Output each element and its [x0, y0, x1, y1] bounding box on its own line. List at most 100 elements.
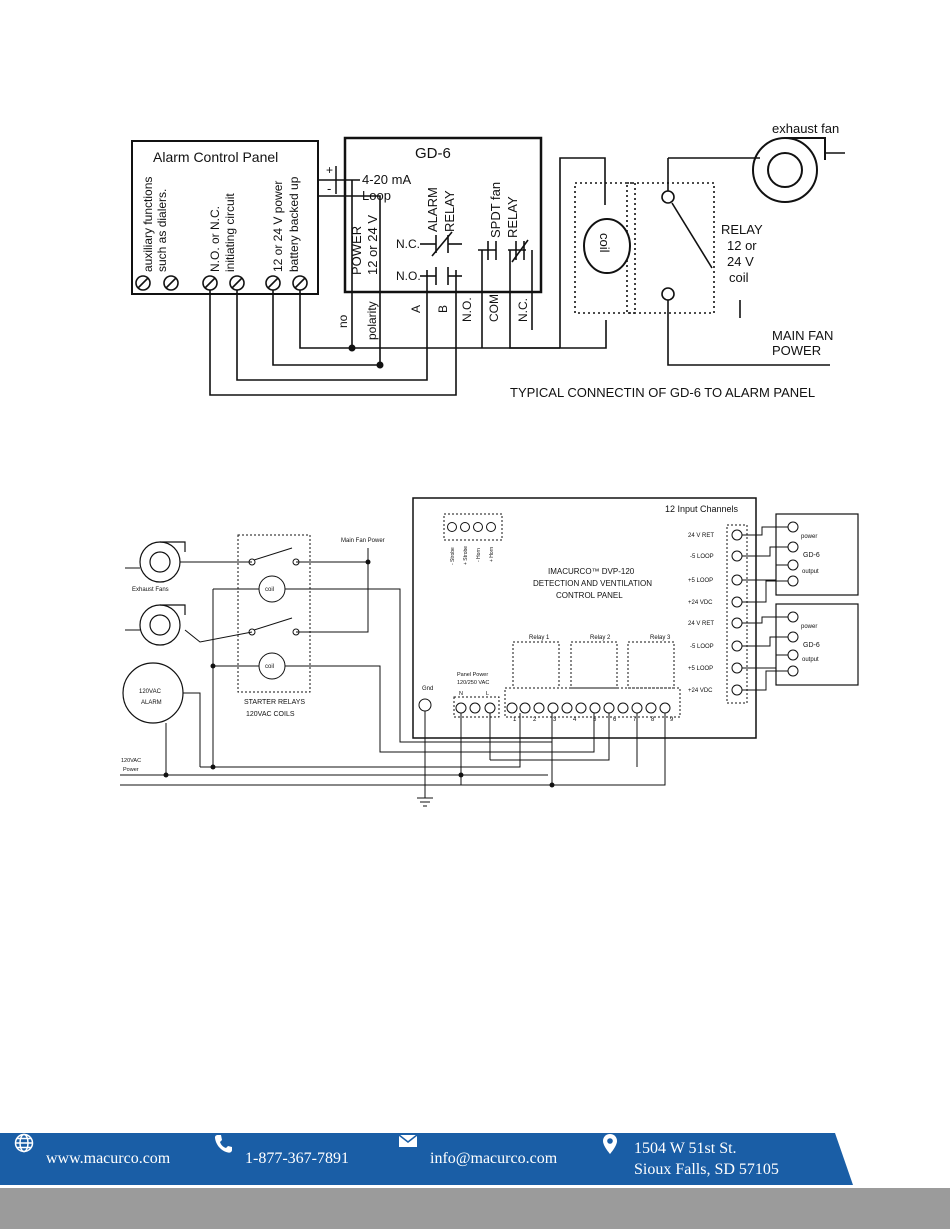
bottom-label-com: COM: [487, 294, 501, 322]
l-label: L: [486, 691, 489, 697]
spdt-relay-label-2: RELAY: [505, 196, 520, 238]
gd6-2-output: output: [802, 657, 819, 663]
panel-title-2: DETECTION AND VENTILATION: [533, 579, 652, 588]
panel-header: 12 Input Channels: [665, 504, 739, 514]
relay-3-box: [627, 641, 675, 689]
gd6-title: GD-6: [415, 145, 451, 162]
gd6-box-2: [775, 603, 859, 686]
gd6-plus: +: [326, 163, 333, 177]
coil-label: coil: [597, 233, 612, 253]
aux-label-1: auxiliary functions: [141, 177, 155, 272]
no-label: N.O.: [396, 269, 421, 283]
strobe-plus: + Strobe: [463, 546, 469, 565]
terminal-num-6: 6: [613, 717, 617, 723]
panel-title-1: IMACURCO™ DVP-120: [548, 567, 635, 576]
relay-1-box: [512, 641, 560, 689]
power-label-2: battery backed up: [287, 176, 301, 272]
terminal-num-3: 3: [553, 717, 557, 723]
relay-label-2: 12 or: [727, 238, 757, 253]
nc-label: N.C.: [396, 237, 420, 251]
website-item[interactable]: www.macurco.com: [14, 1133, 170, 1185]
bottom-label-b: B: [436, 305, 450, 313]
relay-2-label: Relay 2: [590, 635, 611, 641]
coil-circle: [583, 218, 631, 274]
gd6-minus: -: [327, 181, 331, 196]
exhaust-fan-1-icon: [139, 541, 186, 583]
terminal-num-9: 9: [670, 717, 674, 723]
phone-link[interactable]: 1-877-367-7891: [245, 1150, 349, 1167]
contact-footer: www.macurco.com 1-877-367-7891 info@macu…: [0, 1133, 950, 1185]
website-link[interactable]: www.macurco.com: [46, 1150, 171, 1167]
input-label-2: -5 LOOP: [690, 554, 714, 560]
bottom-gray-strip: [0, 1188, 950, 1229]
terminal-num-2: 2: [533, 717, 537, 723]
terminal-num-1: 1: [513, 717, 517, 723]
gd6-2-power: power: [801, 624, 817, 630]
main-fan-power-1: MAIN FAN: [772, 328, 833, 343]
gd6-1-output: output: [802, 569, 819, 575]
address-line-2: Sioux Falls, SD 57105: [634, 1161, 779, 1178]
gd6-1-title: GD-6: [803, 552, 820, 559]
bottom-label-a: A: [409, 305, 423, 313]
power-label-1: 12 or 24 V power: [271, 181, 285, 272]
power-120-1: 120VAC: [121, 758, 141, 764]
gd6-power-label-2: 12 or 24 V: [365, 215, 380, 275]
alarm-relay-label-2: RELAY: [442, 190, 457, 232]
n-label: N: [459, 691, 463, 697]
phone-item[interactable]: 1-877-367-7891: [213, 1133, 349, 1185]
strobe-minus: - Strobe: [450, 547, 456, 565]
email-link[interactable]: info@macurco.com: [430, 1150, 558, 1167]
horn-plus: + Horn: [489, 547, 495, 562]
alarm-panel-title: Alarm Control Panel: [153, 149, 278, 165]
panel-power-2: 120/250 VAC: [457, 680, 489, 686]
terminal-num-7: 7: [633, 717, 637, 723]
bottom-label-no: no: [336, 314, 350, 328]
relay-label-3: 24 V: [727, 254, 754, 269]
horn-minus: - Horn: [476, 548, 482, 562]
alarm-label-2: ALARM: [141, 700, 162, 706]
gnd-label: Gnd: [422, 686, 433, 692]
dvp120-panel-diagram: 12 Input Channels IMACURCO™ DVP-120 DETE…: [120, 497, 859, 807]
relay-label-4: coil: [729, 270, 749, 285]
terminal-num-5: 5: [593, 717, 597, 723]
aux-label-2: such as dialers.: [155, 189, 169, 272]
mail-icon: [398, 1134, 420, 1170]
gd6-2-title: GD-6: [803, 642, 820, 649]
relay-dotted-box: [626, 182, 715, 314]
input-label-6: -5 LOOP: [690, 644, 714, 650]
starter-relays-1: STARTER RELAYS: [244, 699, 305, 706]
init-label-1: N.O. or N.C.: [208, 206, 222, 272]
diagram1-caption: TYPICAL CONNECTIN OF GD-6 TO ALARM PANEL: [510, 385, 815, 400]
main-fan-power-2: POWER: [772, 343, 821, 358]
gd6-box: [343, 136, 543, 294]
alarm-panel-terminals: [135, 275, 308, 291]
bottom-label-no2: N.O.: [460, 297, 474, 322]
dvp120-panel-box: [412, 497, 757, 739]
power-120-2: Power: [123, 767, 139, 773]
terminal-num-4: 4: [573, 717, 577, 723]
diagram2-wiring: [120, 548, 666, 786]
address-item: 1504 W 51st St. Sioux Falls, SD 57105: [602, 1133, 779, 1185]
starter-coil-1: coil: [265, 587, 274, 593]
spdt-relay-label-1: SPDT fan: [488, 182, 503, 238]
relay-1-label: Relay 1: [529, 635, 550, 641]
phone-icon: [213, 1135, 235, 1170]
input-label-4: +24 VDC: [688, 600, 713, 606]
init-label-2: initiating circuit: [223, 193, 237, 272]
exhaust-fans-label: Exhaust Fans: [132, 587, 169, 593]
input-label-7: +5 LOOP: [688, 666, 713, 672]
input-label-3: +5 LOOP: [688, 578, 713, 584]
exhaust-fan-icon: [752, 137, 826, 203]
footer-background: [0, 1133, 853, 1185]
starter-coil-2: coil: [265, 664, 274, 670]
bottom-label-polarity: polarity: [365, 301, 379, 340]
address-line-1: 1504 W 51st St.: [634, 1140, 737, 1157]
main-fan-power-label: Main Fan Power: [341, 538, 385, 544]
starter-relays-2: 120VAC COILS: [246, 711, 295, 718]
gd6-alarm-panel-diagram: Alarm Control Panel auxiliary functions …: [131, 121, 845, 400]
alarm-label-1: 120VAC: [139, 689, 162, 695]
exhaust-fan-2-icon: [139, 604, 186, 646]
relay-label-1: RELAY: [721, 222, 763, 237]
email-item[interactable]: info@macurco.com: [398, 1133, 557, 1185]
starter-relays-box: [237, 534, 311, 693]
